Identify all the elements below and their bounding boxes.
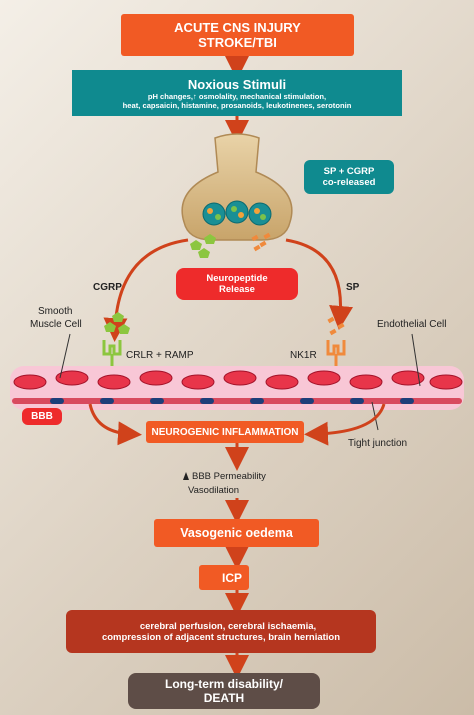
vesicle-dot <box>215 214 221 220</box>
nk1r-receptor <box>326 340 346 366</box>
tight-junction-label: Tight junction <box>348 438 408 449</box>
tight-junction <box>50 398 64 404</box>
vasogenic-oedema-box: Vasogenic oedema <box>154 519 319 547</box>
up-arrow-icon <box>183 472 189 480</box>
smooth-muscle-cell <box>265 374 299 390</box>
final-outcome-box: Long-term disability/ DEATH <box>128 673 320 709</box>
vesicle-dot <box>254 208 260 214</box>
neuropeptide-line1: Neuropeptide <box>206 273 268 284</box>
bbb-badge: BBB <box>22 408 62 425</box>
smooth-muscle-label-1: Smooth <box>38 306 73 317</box>
final-line1: Long-term disability/ <box>164 677 283 691</box>
cgrp-label: CGRP <box>93 282 122 293</box>
sp-label: SP <box>346 282 360 293</box>
smooth-muscle-cell <box>429 374 463 390</box>
endothelial-layer <box>12 398 462 404</box>
smooth-muscle-cells <box>13 370 463 390</box>
noxious-title: Noxious Stimuli <box>187 76 287 92</box>
icp-label: ICP <box>221 570 242 585</box>
tight-junctions <box>50 398 414 404</box>
vesicle-right <box>248 202 272 226</box>
tight-junction <box>300 398 314 404</box>
vesicle-center <box>225 200 249 224</box>
neurogenic-inflammation-box: NEUROGENIC INFLAMMATION <box>146 421 304 443</box>
arrow-sp <box>285 238 354 330</box>
cgrp-peptides-bound <box>104 312 130 334</box>
smooth-muscle-cell <box>391 370 425 386</box>
nerve-terminal <box>181 133 293 241</box>
smooth-muscle-cell <box>13 374 47 390</box>
final-line2: DEATH <box>203 691 245 705</box>
smooth-muscle-label-2: Muscle Cell <box>30 319 82 330</box>
neuropeptide-line2: Release <box>219 284 255 295</box>
vesicle-dot <box>260 214 266 220</box>
sp-cgrp-box: SP + CGRP co-released <box>304 160 394 194</box>
arrow-left-to-inflammation <box>88 403 142 446</box>
vesicle-dot <box>231 206 237 212</box>
sp-peptides-bound <box>327 316 345 336</box>
vesicle-dot <box>207 208 213 214</box>
smooth-muscle-cell <box>181 374 215 390</box>
tight-junction <box>200 398 214 404</box>
outcome-box: cerebral perfusion, cerebral ischaemia, … <box>66 610 376 653</box>
pointer-tight-junction <box>371 401 379 431</box>
vesicle-dot <box>238 212 244 218</box>
sp-peptides-released <box>251 232 271 252</box>
tight-junction <box>150 398 164 404</box>
icp-box: ICP <box>199 565 249 590</box>
tight-junction <box>400 398 414 404</box>
sp-cgrp-line2: co-released <box>322 177 376 188</box>
smooth-muscle-cell <box>307 370 341 386</box>
arrow-right-to-inflammation <box>304 403 386 446</box>
endothelial-cell-label: Endothelial Cell <box>377 319 447 330</box>
outcome-line2: compression of adjacent structures, brai… <box>101 631 341 643</box>
neuropeptide-release-box: Neuropeptide Release <box>176 268 298 300</box>
smooth-muscle-cell <box>97 374 131 390</box>
pointer-smooth-muscle <box>59 333 71 379</box>
noxious-line2: heat, capsaicin, histamine, prosanoids, … <box>122 100 352 110</box>
smooth-muscle-cell <box>223 370 257 386</box>
tight-junction <box>350 398 364 404</box>
acute-injury-box: ACUTE CNS INJURY STROKE/TBI <box>121 14 354 56</box>
outcome-line1: cerebral perfusion, cerebral ischaemia, <box>139 620 317 632</box>
tight-junction <box>250 398 264 404</box>
crlr-ramp-label: CRLR + RAMP <box>126 350 194 361</box>
smooth-muscle-cell <box>349 374 383 390</box>
pointer-endothelial <box>411 333 421 387</box>
bbb-permeability-label: BBB Permeability <box>192 471 266 482</box>
acute-line1: ACUTE CNS INJURY <box>174 20 301 35</box>
cgrp-peptides-released <box>190 234 216 258</box>
sp-cgrp-line1: SP + CGRP <box>323 166 375 177</box>
smooth-muscle-cell <box>55 370 89 386</box>
nk1r-label: NK1R <box>290 350 317 361</box>
smooth-muscle-cell <box>139 370 173 386</box>
noxious-stimuli-box: Noxious Stimuli pH changes,↑ osmolality,… <box>72 70 402 116</box>
vasodilation-label: Vasodilation <box>188 485 240 496</box>
vesicle-left <box>202 202 226 226</box>
noxious-line1: pH changes,↑ osmolality, mechanical stim… <box>147 91 327 101</box>
acute-line2: STROKE/TBI <box>198 35 277 50</box>
crlr-receptor <box>102 340 122 366</box>
tight-junction <box>100 398 114 404</box>
